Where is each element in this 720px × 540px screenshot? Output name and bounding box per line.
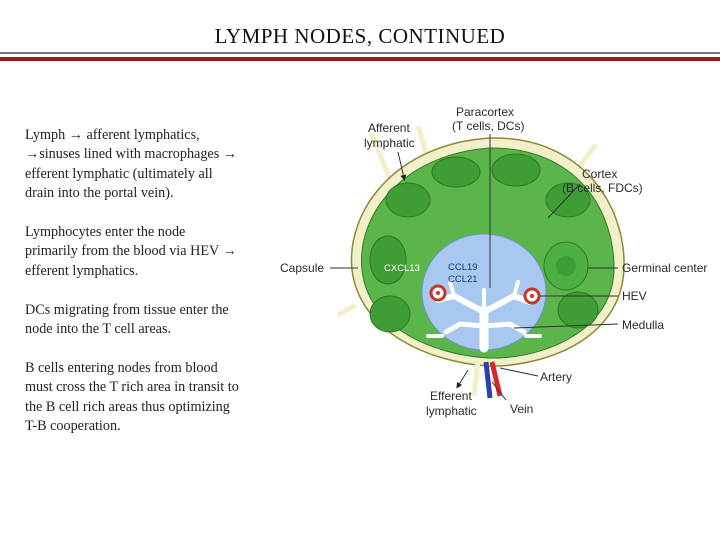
text-line: Lymphocytes enter the node [25, 224, 186, 241]
paragraph-lymphocytes: Lymphocytes enter the node primarily fro… [25, 223, 280, 281]
label-paracortex-cells: (T cells, DCs) [452, 119, 524, 133]
label-cortex-cells: (B cells, FDCs) [562, 181, 643, 195]
label-cortex: Cortex [582, 167, 617, 181]
label-efferent-lymphatic: lymphatic [426, 404, 477, 418]
paragraph-dcs: DCs migrating from tissue enter the node… [25, 301, 280, 340]
text-line: primarily from the blood via HEV → [25, 243, 237, 260]
label-artery: Artery [540, 370, 572, 384]
text-line: T-B cooperation. [25, 418, 121, 435]
label-ccl21: CCL21 [448, 274, 478, 285]
slide-title: LYMPH NODES, CONTINUED [214, 24, 506, 48]
label-germinal-center: Germinal center [622, 261, 707, 275]
vein [483, 361, 493, 399]
label-capsule: Capsule [280, 261, 324, 275]
label-afferent-lymphatic: lymphatic [364, 136, 415, 150]
label-paracortex: Paracortex [456, 105, 514, 119]
efferent-lymphatic-vessel [471, 361, 481, 397]
label-efferent: Efferent [430, 389, 472, 403]
label-vein: Vein [510, 402, 533, 416]
paragraph-b-cells: B cells entering nodes from blood must c… [25, 359, 280, 437]
follicles [369, 153, 599, 333]
text-line: Lymph → afferent lymphatics, [25, 127, 200, 143]
label-cxcl13: CXCL13 [384, 263, 420, 274]
body-text: Lymph → afferent lymphatics, →sinuses li… [25, 126, 280, 456]
text-line: DCs migrating from tissue enter the [25, 301, 229, 318]
text-line: efferent lymphatic (ultimately all [25, 165, 213, 182]
text-line: must cross the T rich area in transit to [25, 379, 239, 396]
label-hev: HEV [622, 289, 647, 303]
title-divider-thick [0, 57, 720, 61]
lymph-node-diagram: Paracortex (T cells, DCs) Afferent lymph… [280, 105, 707, 418]
text-line: the B cell rich areas thus optimizing [25, 398, 230, 415]
title-divider-thin [0, 52, 720, 54]
text-line: drain into the portal vein). [25, 185, 174, 202]
leader-lines [330, 134, 619, 401]
label-ccl19: CCL19 [448, 262, 478, 273]
paragraph-lymph-flow: Lymph → afferent lymphatics, →sinuses li… [25, 126, 280, 204]
label-afferent: Afferent [368, 121, 410, 135]
germinal-center-core [556, 256, 576, 276]
hev-vessels [429, 284, 541, 305]
text-line: →sinuses lined with macrophages → [25, 146, 237, 163]
text-line: B cells entering nodes from blood [25, 359, 218, 376]
text-line: node into the T cell areas. [25, 321, 172, 338]
label-medulla: Medulla [622, 318, 664, 332]
text-line: efferent lymphatics. [25, 262, 139, 279]
